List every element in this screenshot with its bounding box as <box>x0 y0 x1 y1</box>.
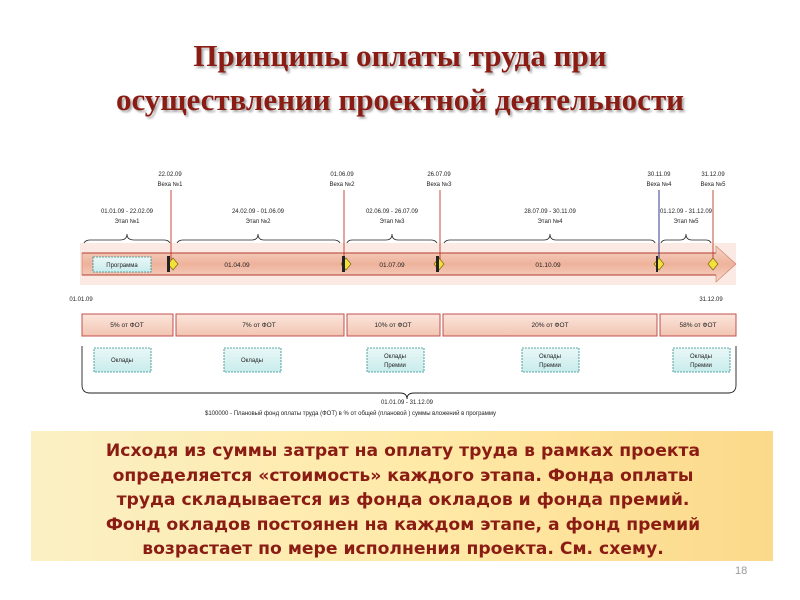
title-line-2: осуществлении проектной деятельности <box>115 82 685 117</box>
milestone-4-name: Веха №4 <box>647 181 673 188</box>
milestone-lines <box>170 190 714 262</box>
milestone-2-name: Веха №2 <box>330 181 356 188</box>
fund-share-5: 58% от ФОТ <box>679 322 716 329</box>
title-line-1: Принципы оплаты труда при <box>193 38 607 73</box>
stage-2-name: Этап №2 <box>245 218 271 225</box>
milestone-1-date: 22.02.09 <box>158 172 182 178</box>
timeline-date-1: 01.04.09 <box>224 262 250 269</box>
fund-composition-boxes <box>93 347 731 373</box>
slide-title: Принципы оплаты труда при осуществлении … <box>0 34 800 122</box>
fund-share-4: 20% от ФОТ <box>531 322 568 329</box>
milestone-3-name: Веха №3 <box>427 181 453 188</box>
stage-5-name: Этап №5 <box>673 218 699 225</box>
info-box <box>31 431 773 561</box>
fund-box-1-line1: Оклады <box>111 358 133 364</box>
fund-box-4-line2: Премии <box>539 363 561 369</box>
end-date: 31.12.09 <box>699 297 723 303</box>
timeline-date-2: 01.07.09 <box>379 262 405 269</box>
fund-share-row <box>81 313 737 337</box>
timeline-date-3: 01.10.09 <box>535 262 561 269</box>
program-label: Программа <box>106 263 138 269</box>
info-line-2: определяется «стоимость» каждого этапа. … <box>112 465 694 486</box>
info-line-5: возрастает по мере исполнения проекта. С… <box>142 539 664 559</box>
stage-1-name: Этап №1 <box>114 218 140 225</box>
stage-5-period: 01.12.09 - 31.12.09 <box>660 209 713 215</box>
info-box-text: Исходя из суммы затрат на оплату труда в… <box>40 439 766 562</box>
fund-share-1: 5% от ФОТ <box>110 322 143 329</box>
stage-3-period: 02.06.09 - 26.07.09 <box>366 209 419 215</box>
fund-box-3-line1: Оклады <box>384 354 406 360</box>
fund-box-4-line1: Оклады <box>539 354 561 360</box>
page-number: 18 <box>735 565 748 577</box>
milestone-3-date: 26.07.09 <box>427 172 451 178</box>
diagram-footnote: $100000 - Плановый фонд оплаты труда (ФО… <box>205 410 496 417</box>
fund-share-2: 7% от ФОТ <box>242 322 275 329</box>
stage-end-markers <box>167 256 658 272</box>
info-line-1: Исходя из суммы затрат на оплату труда в… <box>105 441 701 461</box>
milestone-5-name: Веха №5 <box>701 181 727 188</box>
info-line-3: труда складывается из фонда окладов и фо… <box>116 490 690 510</box>
stage-4-period: 28.07.09 - 30.11.09 <box>524 209 576 215</box>
fund-box-5-line2: Премии <box>690 363 712 369</box>
milestone-1-name: Веха №1 <box>158 181 184 188</box>
fund-share-3: 10% от ФОТ <box>374 322 411 329</box>
stage-2-period: 24.02.09 - 01.06.09 <box>232 209 285 215</box>
stage-4-name: Этап №4 <box>537 218 563 225</box>
info-line-4: Фонд окладов постоянен на каждом этапе, … <box>105 514 701 535</box>
stage-1-period: 01.01.09 - 22.02.09 <box>101 209 154 215</box>
fund-box-2-line1: Оклады <box>241 358 263 364</box>
fund-box-3-line2: Премии <box>384 363 406 369</box>
stage-3-name: Этап №3 <box>379 218 405 225</box>
project-timeline-diagram: 22.02.09 Веха №1 01.06.09 Веха №2 26.07.… <box>69 172 737 417</box>
milestone-4-date: 30.11.09 <box>648 172 672 178</box>
start-date: 01.01.09 <box>69 297 93 303</box>
milestone-2-date: 01.06.09 <box>330 172 354 178</box>
fund-box-5-line1: Оклады <box>690 354 712 360</box>
total-bracket <box>81 346 737 400</box>
stage-braces <box>82 233 713 249</box>
total-period: 01.01.09 - 31.12.09 <box>381 400 434 406</box>
milestone-5-date: 31.12.09 <box>701 172 725 178</box>
program-box <box>92 256 152 273</box>
